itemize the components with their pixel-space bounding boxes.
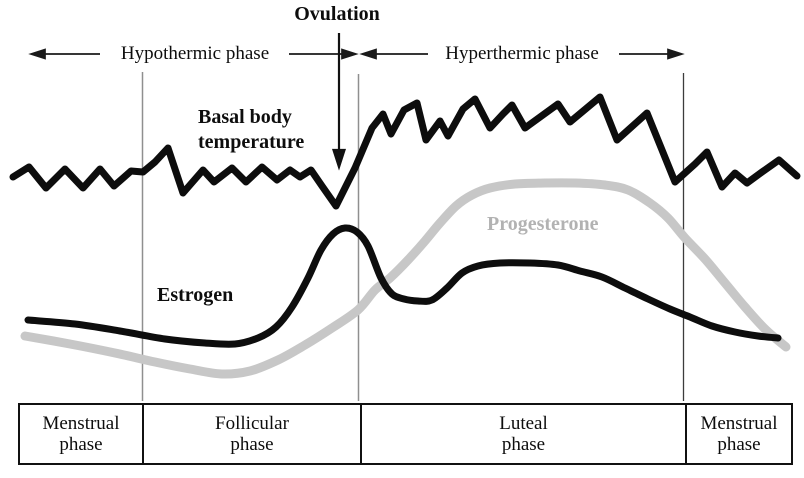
bbt-label-line1: Basal body: [198, 106, 292, 128]
ovulation-arrow: [331, 33, 347, 171]
arrowhead-left-icon: [359, 48, 377, 60]
bbt-label-line2: temperature: [198, 131, 305, 153]
estrogen-label: Estrogen: [157, 284, 234, 306]
hypothermic-phase-arrow: [28, 48, 359, 60]
arrowhead-right-icon: [341, 48, 359, 60]
estrogen-curve: [24, 224, 782, 348]
phase-cell-text: Luteal: [499, 413, 548, 434]
phase-cell-text: phase: [230, 434, 274, 455]
arrowhead-left-icon: [28, 48, 46, 60]
phase-cell-follicular: Follicular phase: [142, 405, 360, 463]
progesterone-label: Progesterone: [487, 213, 599, 235]
progesterone-curve: [20, 178, 791, 379]
phase-cell-text: phase: [501, 434, 546, 455]
hypothermic-phase-label: Hypothermic phase: [120, 43, 270, 64]
basal-body-temperature-label: Basal body temperature: [198, 105, 304, 155]
phase-cell-luteal: Luteal phase: [360, 405, 685, 463]
hyperthermic-phase-label: Hyperthermic phase: [445, 43, 599, 64]
hyperthermic-phase-arrow: [359, 48, 685, 60]
phase-cell-text: phase: [717, 434, 761, 455]
arrowhead-down-icon: [331, 148, 347, 171]
phase-cell-text: phase: [59, 434, 103, 455]
phase-cell-menstrual-2: Menstrual phase: [685, 405, 791, 463]
phase-cell-menstrual-1: Menstrual phase: [20, 405, 142, 463]
phase-cell-text: Menstrual: [42, 413, 120, 434]
ovulation-label: Ovulation: [294, 3, 380, 25]
arrowhead-right-icon: [667, 48, 685, 60]
phase-cell-text: Follicular: [215, 413, 289, 434]
phase-cell-text: Menstrual: [700, 413, 778, 434]
basal-body-temperature-curve: [9, 93, 801, 210]
phase-table: Menstrual phase Follicular phase Luteal …: [18, 403, 793, 465]
